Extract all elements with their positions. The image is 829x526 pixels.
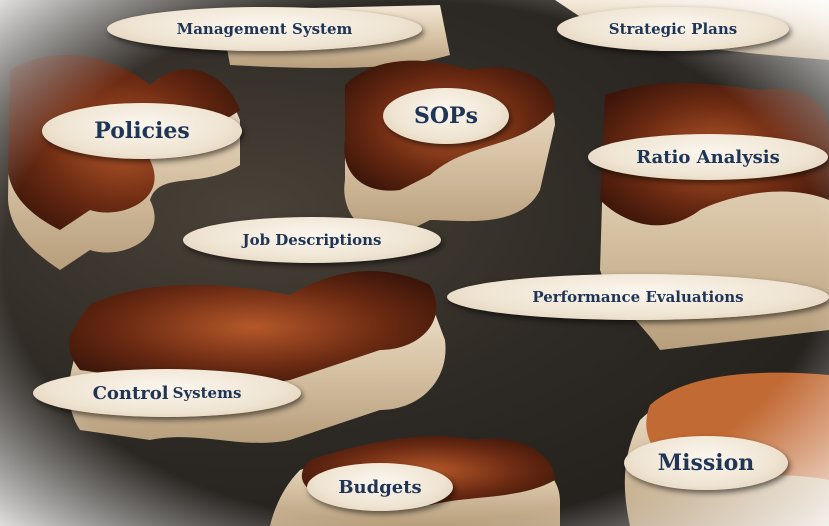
label-performance-evaluations: Performance Evaluations bbox=[447, 274, 829, 320]
label-sops: SOPs bbox=[383, 88, 509, 144]
label-control-text: Control bbox=[92, 382, 169, 404]
label-job-descriptions-text: Job Descriptions bbox=[242, 231, 382, 249]
label-strategic-plans: Strategic Plans bbox=[557, 7, 789, 51]
label-budgets-text: Budgets bbox=[338, 476, 422, 498]
label-management-system: Management System bbox=[107, 7, 422, 51]
label-ratio-analysis-text: Ratio Analysis bbox=[636, 146, 780, 168]
label-policies-text: Policies bbox=[94, 118, 190, 144]
puzzle-piece-sops bbox=[344, 60, 555, 236]
label-policies: Policies bbox=[42, 103, 242, 159]
label-sops-text: SOPs bbox=[414, 103, 478, 129]
label-budgets: Budgets bbox=[307, 463, 453, 511]
label-mission-text: Mission bbox=[657, 450, 755, 476]
label-mission: Mission bbox=[624, 436, 788, 490]
label-performance-evaluations-text: Performance Evaluations bbox=[532, 288, 744, 306]
label-systems-text: Systems bbox=[172, 384, 242, 402]
label-ratio-analysis: Ratio Analysis bbox=[588, 134, 828, 180]
label-control-systems: Control Systems bbox=[33, 369, 301, 417]
label-management-system-text: Management System bbox=[176, 20, 353, 38]
puzzle-piece-control bbox=[69, 271, 446, 443]
label-strategic-plans-text: Strategic Plans bbox=[608, 20, 738, 38]
label-job-descriptions: Job Descriptions bbox=[183, 217, 441, 263]
